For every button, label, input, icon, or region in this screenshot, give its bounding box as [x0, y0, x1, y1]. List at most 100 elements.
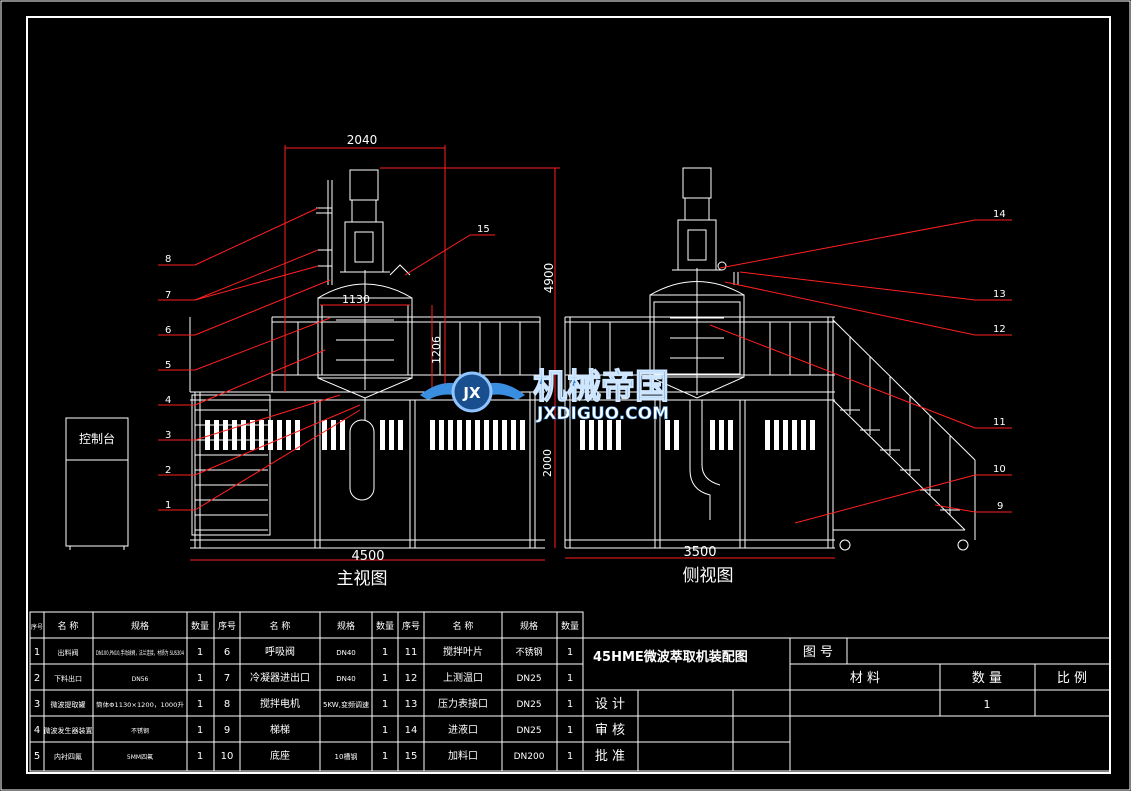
leader-lines	[158, 207, 1012, 524]
bom-cell: 加料口	[448, 749, 478, 762]
bom-cell: 7	[224, 673, 230, 684]
bom-header-seq: 序号	[31, 623, 43, 631]
approve-label: 批 准	[595, 749, 625, 764]
bom-cell: 12	[405, 673, 418, 684]
bom-header-qty: 数量	[191, 620, 209, 632]
bom-cell: DN40	[336, 649, 356, 657]
callout-13: 13	[993, 289, 1006, 300]
bom-cell: 压力表接口	[438, 697, 488, 710]
bom-cell: DN100,PN10,手动球阀，法兰连接，材质为 SUS304	[96, 649, 184, 657]
bom-cell: 1	[567, 751, 573, 762]
bom-header-spec_r: 规格	[520, 620, 538, 632]
scale-label: 比 例	[1057, 671, 1087, 686]
side-view-label: 侧视图	[683, 566, 734, 586]
bom-cell: 1	[382, 673, 388, 684]
bom-cell: 不锈钢	[131, 727, 149, 735]
bom-header-qty_mid: 数量	[376, 620, 394, 632]
callout-9: 9	[997, 501, 1003, 512]
bom-header-seq_r: 序号	[402, 620, 420, 632]
bom-cell: 5	[34, 751, 40, 762]
control-panel-label: 控制台	[79, 431, 115, 446]
bom-cell: 10	[221, 751, 234, 762]
bom-header-spec: 规格	[131, 620, 149, 632]
dim-width-front: 2040	[347, 133, 378, 147]
bom-cell: 梯梯	[270, 723, 290, 736]
title-block-grid	[582, 637, 1111, 772]
bom-cell: 1	[567, 673, 573, 684]
dim-height-total: 4900	[542, 263, 556, 294]
bom-cell: 不锈钢	[515, 646, 542, 658]
bom-cell: 4	[34, 725, 40, 736]
dim-platform-height: 2000	[541, 449, 554, 477]
watermark-url: JXDIGUO.COM	[536, 404, 669, 424]
bom-cell: 1	[382, 751, 388, 762]
bom-cell: 13	[405, 699, 418, 710]
bom-cell: 搅拌电机	[260, 697, 300, 710]
quantity-value: 1	[984, 698, 991, 711]
review-label: 审 核	[595, 723, 625, 738]
bom-cell: DN40	[336, 675, 356, 683]
drawing-title: 45HME微波萃取机装配图	[593, 649, 748, 665]
front-view-label: 主视图	[337, 569, 388, 589]
bom-cell: 5KW,变频调速	[323, 700, 369, 709]
dim-side-width: 3500	[683, 545, 716, 560]
quantity-label: 数 量	[972, 671, 1002, 686]
logo-text: JX	[462, 384, 481, 402]
bom-cell: DN200	[514, 752, 545, 762]
callout-15: 15	[477, 224, 490, 235]
bom-cell: 上测温口	[443, 671, 483, 684]
bom-cell: DN25	[516, 726, 541, 736]
bom-cell: 1	[197, 647, 203, 658]
bom-cell: DN56	[132, 676, 149, 683]
bom-cell: 1	[197, 751, 203, 762]
drawing-border	[26, 16, 1111, 774]
material-label: 材 料	[850, 671, 880, 686]
bom-cell: 进液口	[448, 723, 478, 736]
bom-table-grid	[29, 611, 584, 772]
bom-cell: 1	[567, 699, 573, 710]
callout-1: 1	[165, 500, 171, 511]
callout-2: 2	[165, 465, 171, 476]
bom-cell: 2	[34, 673, 40, 684]
bom-cell: DN25	[516, 674, 541, 684]
bom-cell: 3	[34, 699, 40, 710]
bom-cell: 内衬四氟	[54, 752, 82, 761]
bom-cell: 搅拌叶片	[443, 645, 483, 658]
callout-7: 7	[165, 290, 171, 301]
bom-header-name_mid: 名 称	[270, 620, 291, 632]
watermark-logo: JX	[420, 371, 525, 413]
bom-header-spec_mid: 规格	[337, 620, 355, 632]
bom-cell: 呼吸阀	[265, 645, 295, 658]
dim-overall-width: 4500	[351, 549, 384, 564]
callout-14: 14	[993, 209, 1006, 220]
bom-cell: 1	[567, 725, 573, 736]
bom-cell: 1	[197, 725, 203, 736]
bom-cell: 5MM四氟	[127, 753, 153, 761]
callout-11: 11	[993, 417, 1006, 428]
bom-cell: 微波发生器装置	[44, 726, 93, 735]
dim-tank-height: 1206	[430, 336, 443, 364]
bom-cell: 1	[567, 647, 573, 658]
bom-cell: 11	[405, 647, 418, 658]
callout-4: 4	[165, 395, 171, 406]
bom-cell: 1	[197, 673, 203, 684]
control-panel	[65, 417, 129, 550]
watermark-title: 机械帝国	[533, 367, 669, 407]
bom-cell: 1	[382, 699, 388, 710]
callout-6: 6	[165, 325, 171, 336]
callout-3: 3	[165, 430, 171, 441]
dim-tank-diameter: 1130	[342, 293, 370, 306]
dimension-lines	[190, 145, 835, 561]
design-label: 设 计	[595, 697, 625, 712]
bom-header-seq_mid: 序号	[218, 620, 236, 632]
bom-cell: 14	[405, 725, 418, 736]
callout-10: 10	[993, 464, 1006, 475]
bom-header-name: 名 称	[58, 620, 79, 632]
bom-cell: 1	[34, 647, 40, 658]
bom-cell: 冷凝器进出口	[250, 671, 310, 684]
gear-icon	[451, 371, 493, 413]
bom-cell: 15	[405, 751, 418, 762]
callout-12: 12	[993, 324, 1006, 335]
